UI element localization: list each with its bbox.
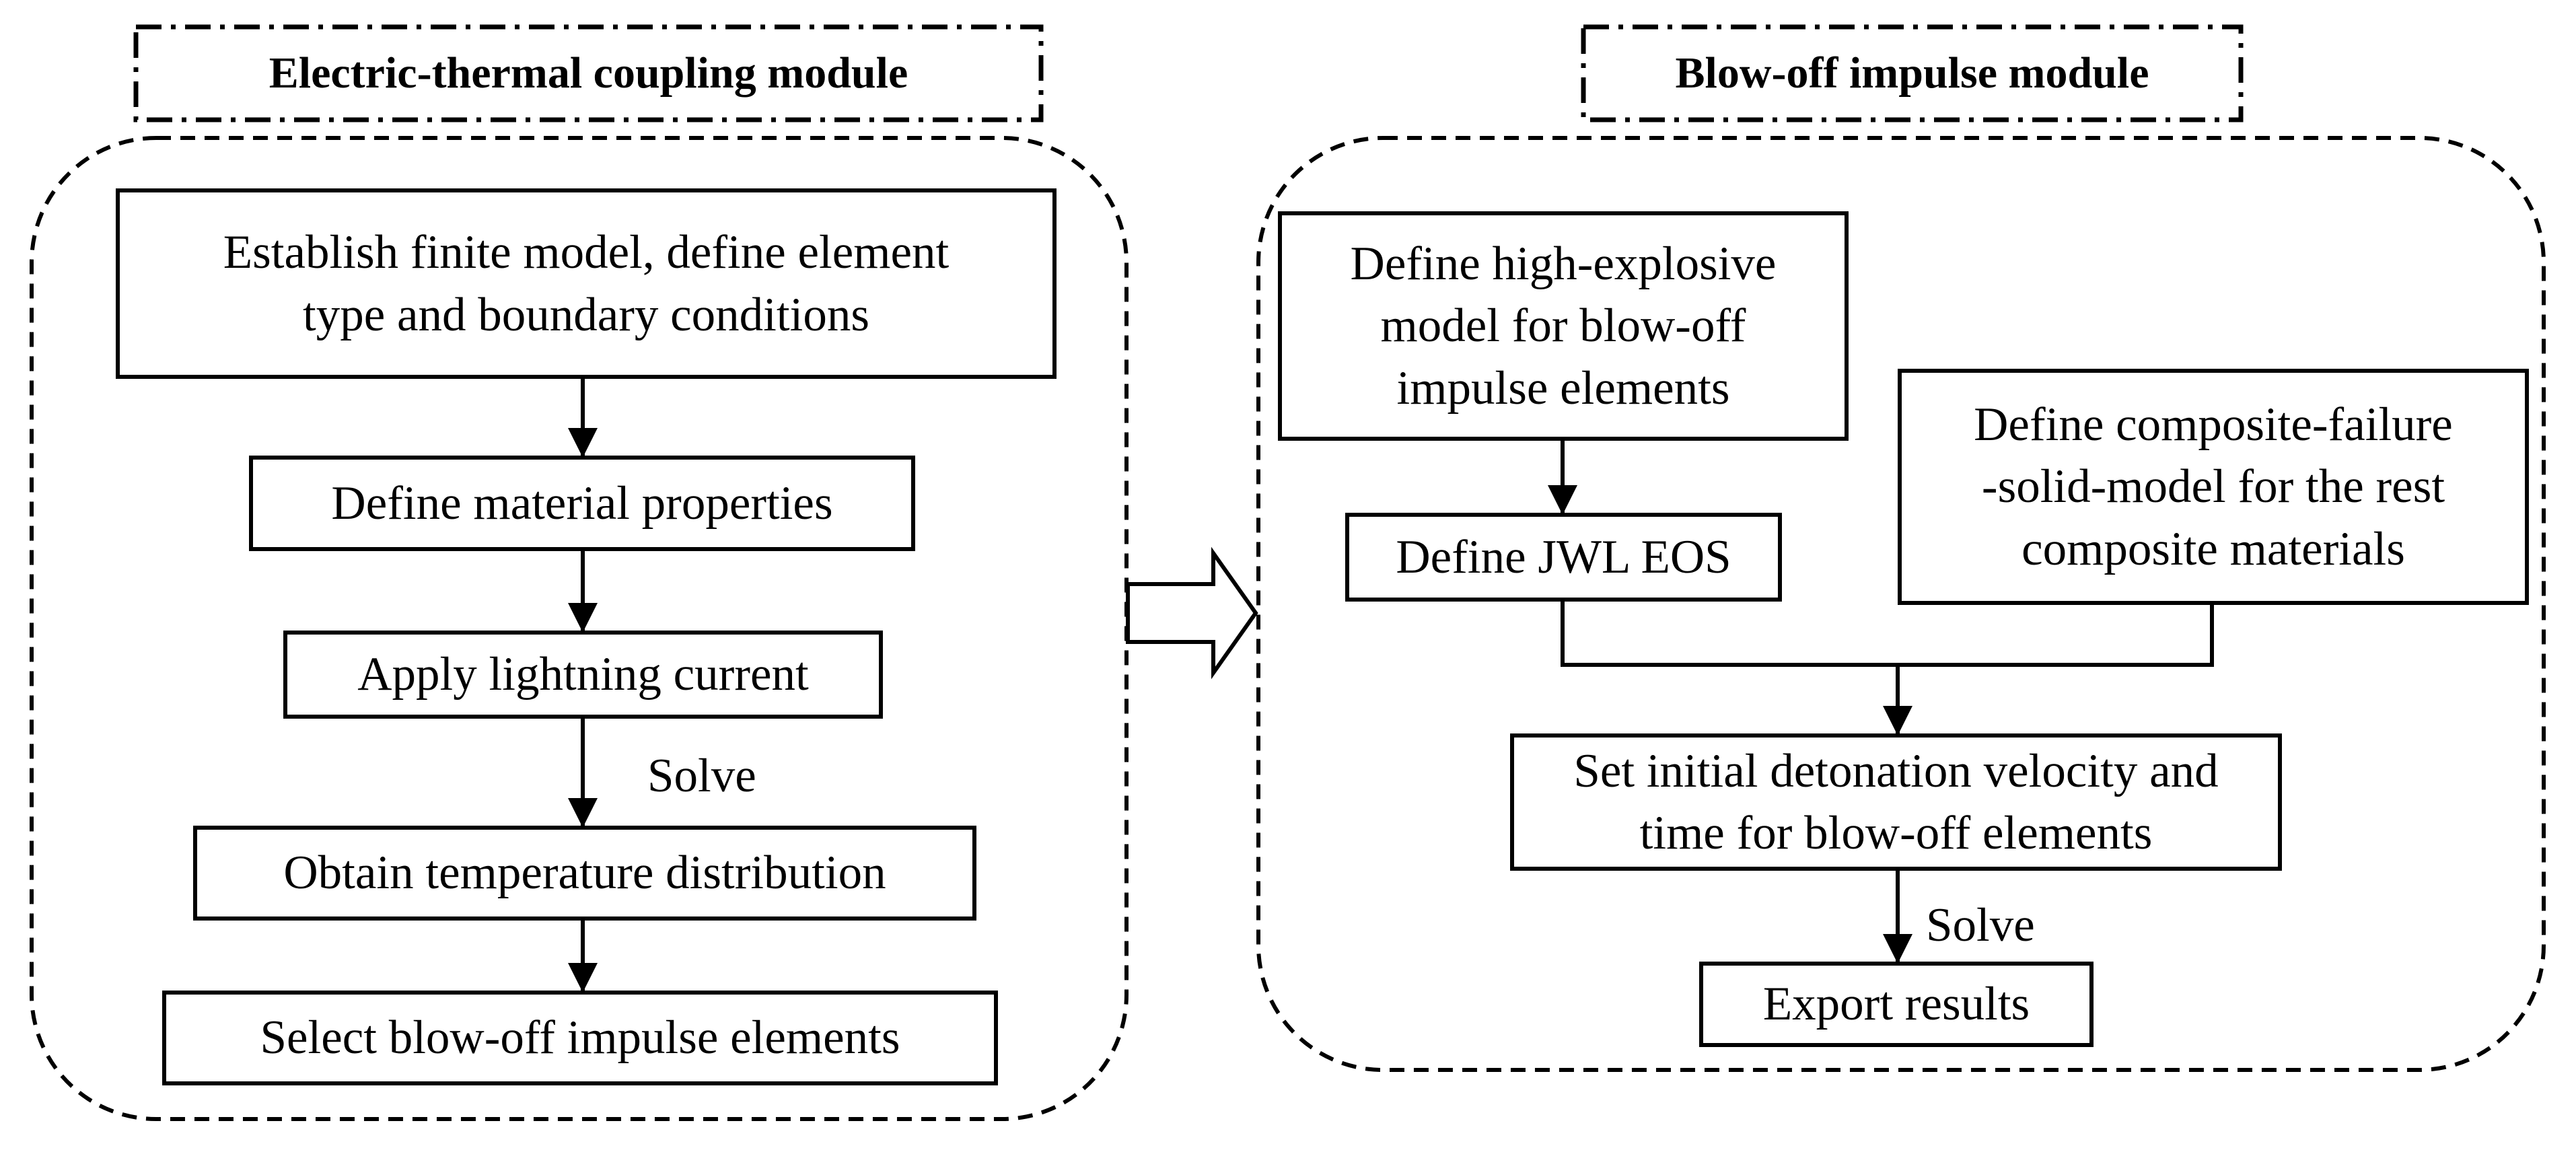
export-results-box [1699, 962, 2094, 1047]
module-transition-arrow [1126, 546, 1258, 680]
select-elements-label: Select blow-off impulse elements [260, 1011, 900, 1065]
temperature-distribution-label: Obtain temperature distribution [283, 847, 886, 900]
establish-model-label: Establish finite model, define element t… [223, 226, 950, 341]
blow-off-module-title: Blow-off impulse module [1675, 48, 2149, 98]
high-explosive-box [1278, 211, 1849, 441]
detonation-velocity-box [1510, 733, 2282, 871]
blow-off-title-frame [1581, 24, 2244, 122]
composite-failure-box [1898, 369, 2529, 605]
material-properties-label: Define material properties [331, 476, 833, 530]
electric-thermal-title-frame [133, 24, 1044, 122]
high-explosive-label: Define high-explosive model for blow-off… [1350, 238, 1777, 415]
lightning-current-label: Apply lightning current [357, 648, 809, 701]
establish-model-box [116, 188, 1057, 379]
jwl-eos-label: Define JWL EOS [1396, 530, 1731, 583]
export-results-label: Export results [1762, 978, 2030, 1031]
left-solve-label: Solve [647, 749, 756, 802]
composite-failure-label: Define composite-failure -solid-model fo… [1974, 398, 2453, 575]
jwl-eos-box [1345, 513, 1782, 602]
connector-jwl-composite [1561, 600, 2214, 667]
blow-off-module-container [1256, 136, 2546, 1072]
detonation-velocity-label: Set initial detonation velocity and time… [1573, 744, 2219, 859]
right-solve-label: Solve [1926, 898, 2035, 951]
electric-thermal-module-title: Electric-thermal coupling module [269, 48, 908, 98]
select-elements-box [162, 991, 998, 1085]
